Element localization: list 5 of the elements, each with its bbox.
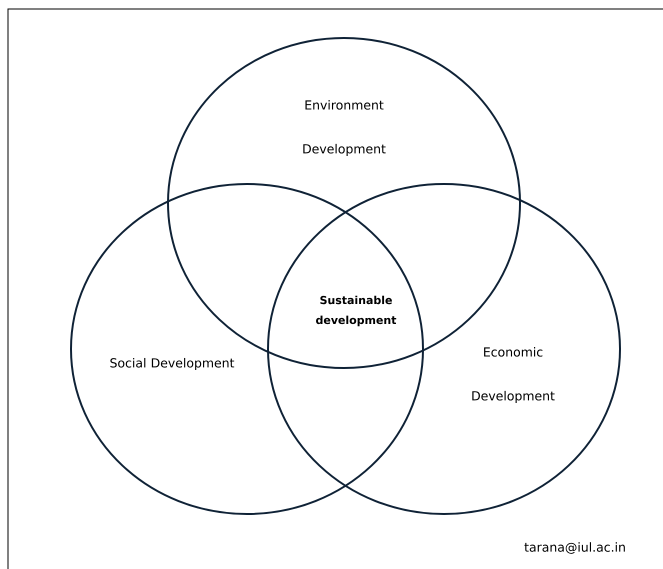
circle-label: Economic Development: [472, 347, 555, 403]
intersection-label: Sustainable development: [316, 296, 396, 326]
email-address: tarana@iul.ac.in: [524, 542, 625, 554]
circle-label: Social Development: [110, 358, 234, 370]
circle-label: Environment Development: [303, 100, 386, 156]
